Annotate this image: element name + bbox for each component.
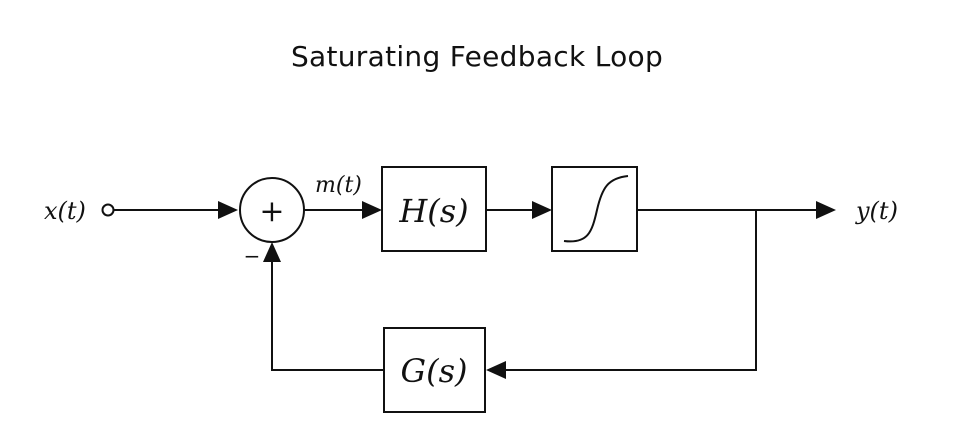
arrow-into-sum (218, 201, 238, 219)
arrow-into-saturation (532, 201, 552, 219)
diagram-title: Saturating Feedback Loop (290, 40, 664, 73)
saturation-curve-icon (563, 175, 629, 243)
wire-feedback-branch (504, 210, 757, 371)
summing-minus-sign: − (244, 244, 261, 268)
input-terminal (101, 203, 115, 217)
summing-plus-sign: + (259, 194, 284, 229)
arrow-into-feedback-block (486, 361, 506, 379)
forward-block-label: H(s) (398, 192, 468, 230)
intermediate-signal-label: m(t) (315, 173, 362, 198)
arrow-into-sum-from-feedback (263, 242, 281, 262)
arrow-into-forward-block (362, 201, 382, 219)
wire-feedback-return (271, 260, 384, 371)
output-signal-label: y(t) (855, 197, 898, 225)
saturation-block (551, 166, 638, 252)
feedback-block-label: G(s) (401, 352, 468, 390)
arrow-to-output (816, 201, 836, 219)
forward-block (381, 166, 487, 252)
feedback-block (383, 327, 486, 413)
input-signal-label: x(t) (44, 197, 86, 225)
